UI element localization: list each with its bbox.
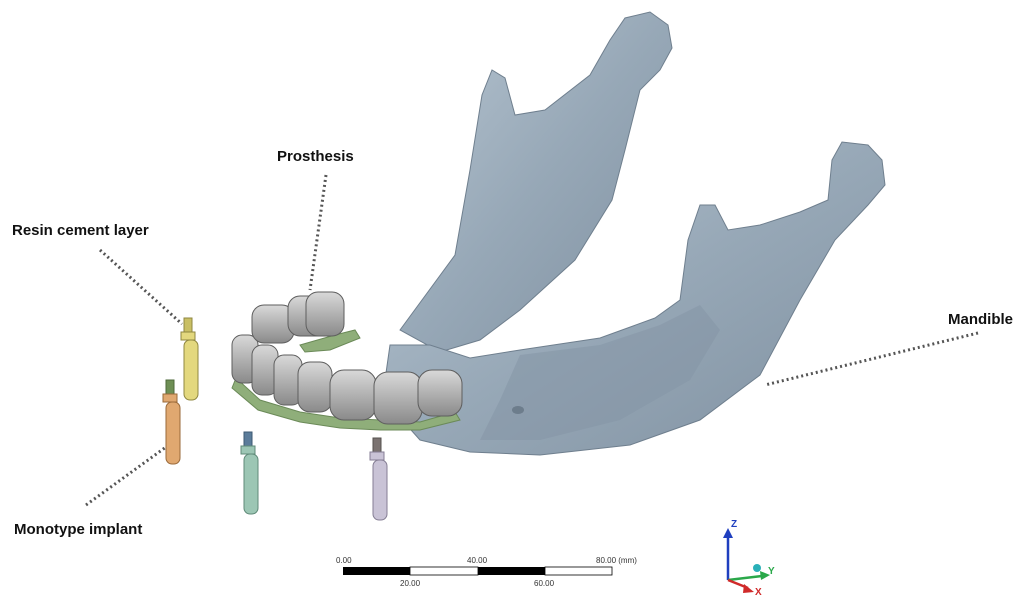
label-monotype-implant: Monotype implant — [14, 521, 142, 538]
label-resin-cement-layer: Resin cement layer — [12, 222, 149, 239]
axis-y-label: Y — [768, 566, 775, 577]
leader-line-mandible — [765, 333, 978, 385]
axis-x-arrowhead — [743, 584, 754, 593]
scale-tick-label: 60.00 — [534, 579, 555, 588]
leader-line-monotype-implant — [86, 447, 166, 505]
axis-z-label: Z — [731, 519, 737, 530]
scale-tick-label: 0.00 — [336, 556, 352, 565]
tooth — [418, 370, 462, 416]
label-mandible: Mandible — [948, 311, 1013, 328]
scale-segment — [545, 567, 612, 575]
scale-segment — [478, 567, 545, 575]
tooth — [298, 362, 332, 412]
axis-x-label: X — [755, 587, 762, 596]
scale-segment — [343, 567, 410, 575]
axis-dot — [753, 564, 761, 572]
tooth — [330, 370, 376, 420]
mandible-far-ramus — [400, 12, 672, 352]
leader-line-resin-cement — [100, 250, 182, 324]
implant-teal — [241, 432, 258, 514]
implant-lilac — [370, 438, 387, 520]
axis-triad: Z Y X — [723, 519, 775, 596]
scale-segment — [410, 567, 478, 575]
tooth — [306, 292, 344, 336]
tooth — [374, 372, 422, 424]
mental-foramen — [512, 406, 524, 414]
scale-bar: 0.00 40.00 80.00 (mm) 20.00 60.00 — [336, 556, 637, 588]
implant-yellow — [181, 318, 198, 400]
scale-tick-label: 80.00 (mm) — [596, 556, 637, 565]
implant-orange — [163, 380, 180, 464]
label-prosthesis: Prosthesis — [277, 148, 354, 165]
axis-y — [728, 576, 762, 580]
scale-tick-label: 20.00 — [400, 579, 421, 588]
scale-tick-label: 40.00 — [467, 556, 488, 565]
leader-line-prosthesis — [310, 175, 326, 290]
